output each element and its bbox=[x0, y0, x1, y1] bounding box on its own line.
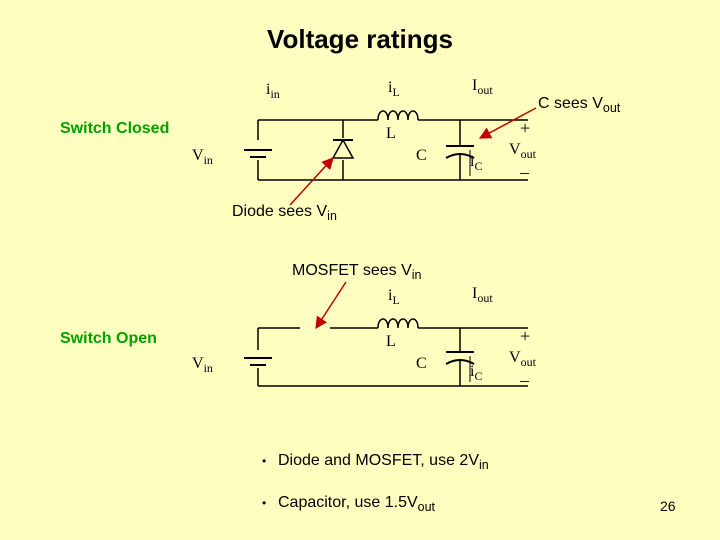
vout-label-top: Vout bbox=[509, 141, 537, 161]
vin-label-bottom: Vin bbox=[192, 355, 213, 375]
diode-symbol bbox=[331, 138, 355, 159]
vout-label-bottom: Vout bbox=[509, 349, 537, 369]
ic-label-top: iC bbox=[470, 153, 482, 173]
vout-minus-bottom: – bbox=[519, 370, 530, 390]
vout-plus-bottom: + bbox=[520, 326, 530, 346]
bottom-circuit bbox=[244, 318, 528, 387]
c-label-bottom: C bbox=[416, 355, 427, 372]
vout-minus-top: – bbox=[519, 162, 530, 182]
bullet-list: •Diode and MOSFET, use 2Vin •Capacitor, … bbox=[262, 452, 489, 536]
iout-label-bottom: Iout bbox=[472, 285, 493, 305]
bullet-item: •Diode and MOSFET, use 2Vin bbox=[262, 452, 489, 473]
iin-label: iin bbox=[266, 81, 280, 101]
bullet-item: •Capacitor, use 1.5Vout bbox=[262, 494, 435, 515]
diode-annotation-arrow bbox=[289, 157, 334, 206]
page-number: 26 bbox=[660, 498, 676, 514]
il-label-top: iL bbox=[388, 79, 400, 99]
top-circuit bbox=[244, 110, 528, 181]
inductor-symbol-bottom bbox=[377, 318, 419, 329]
mosfet-annotation: MOSFET sees Vin bbox=[292, 262, 422, 283]
slide-title: Voltage ratings bbox=[267, 24, 453, 54]
inductor-symbol bbox=[377, 110, 419, 121]
iout-label-top: Iout bbox=[472, 77, 493, 97]
l-label-bottom: L bbox=[386, 333, 396, 350]
vout-plus-top: + bbox=[520, 118, 530, 138]
l-label-top: L bbox=[386, 125, 396, 142]
il-label-bottom: iL bbox=[388, 287, 400, 307]
switch-closed-label: Switch Closed bbox=[60, 120, 170, 137]
switch-open-label: Switch Open bbox=[60, 330, 157, 347]
cap-annotation-arrow bbox=[478, 107, 537, 139]
ic-label-bottom: iC bbox=[470, 363, 482, 383]
vin-label-top: Vin bbox=[192, 147, 213, 167]
mosfet-annotation-arrow bbox=[315, 281, 347, 330]
cap-annotation: C sees Vout bbox=[538, 95, 621, 116]
diode-annotation: Diode sees Vin bbox=[232, 203, 337, 224]
c-label-top: C bbox=[416, 147, 427, 164]
